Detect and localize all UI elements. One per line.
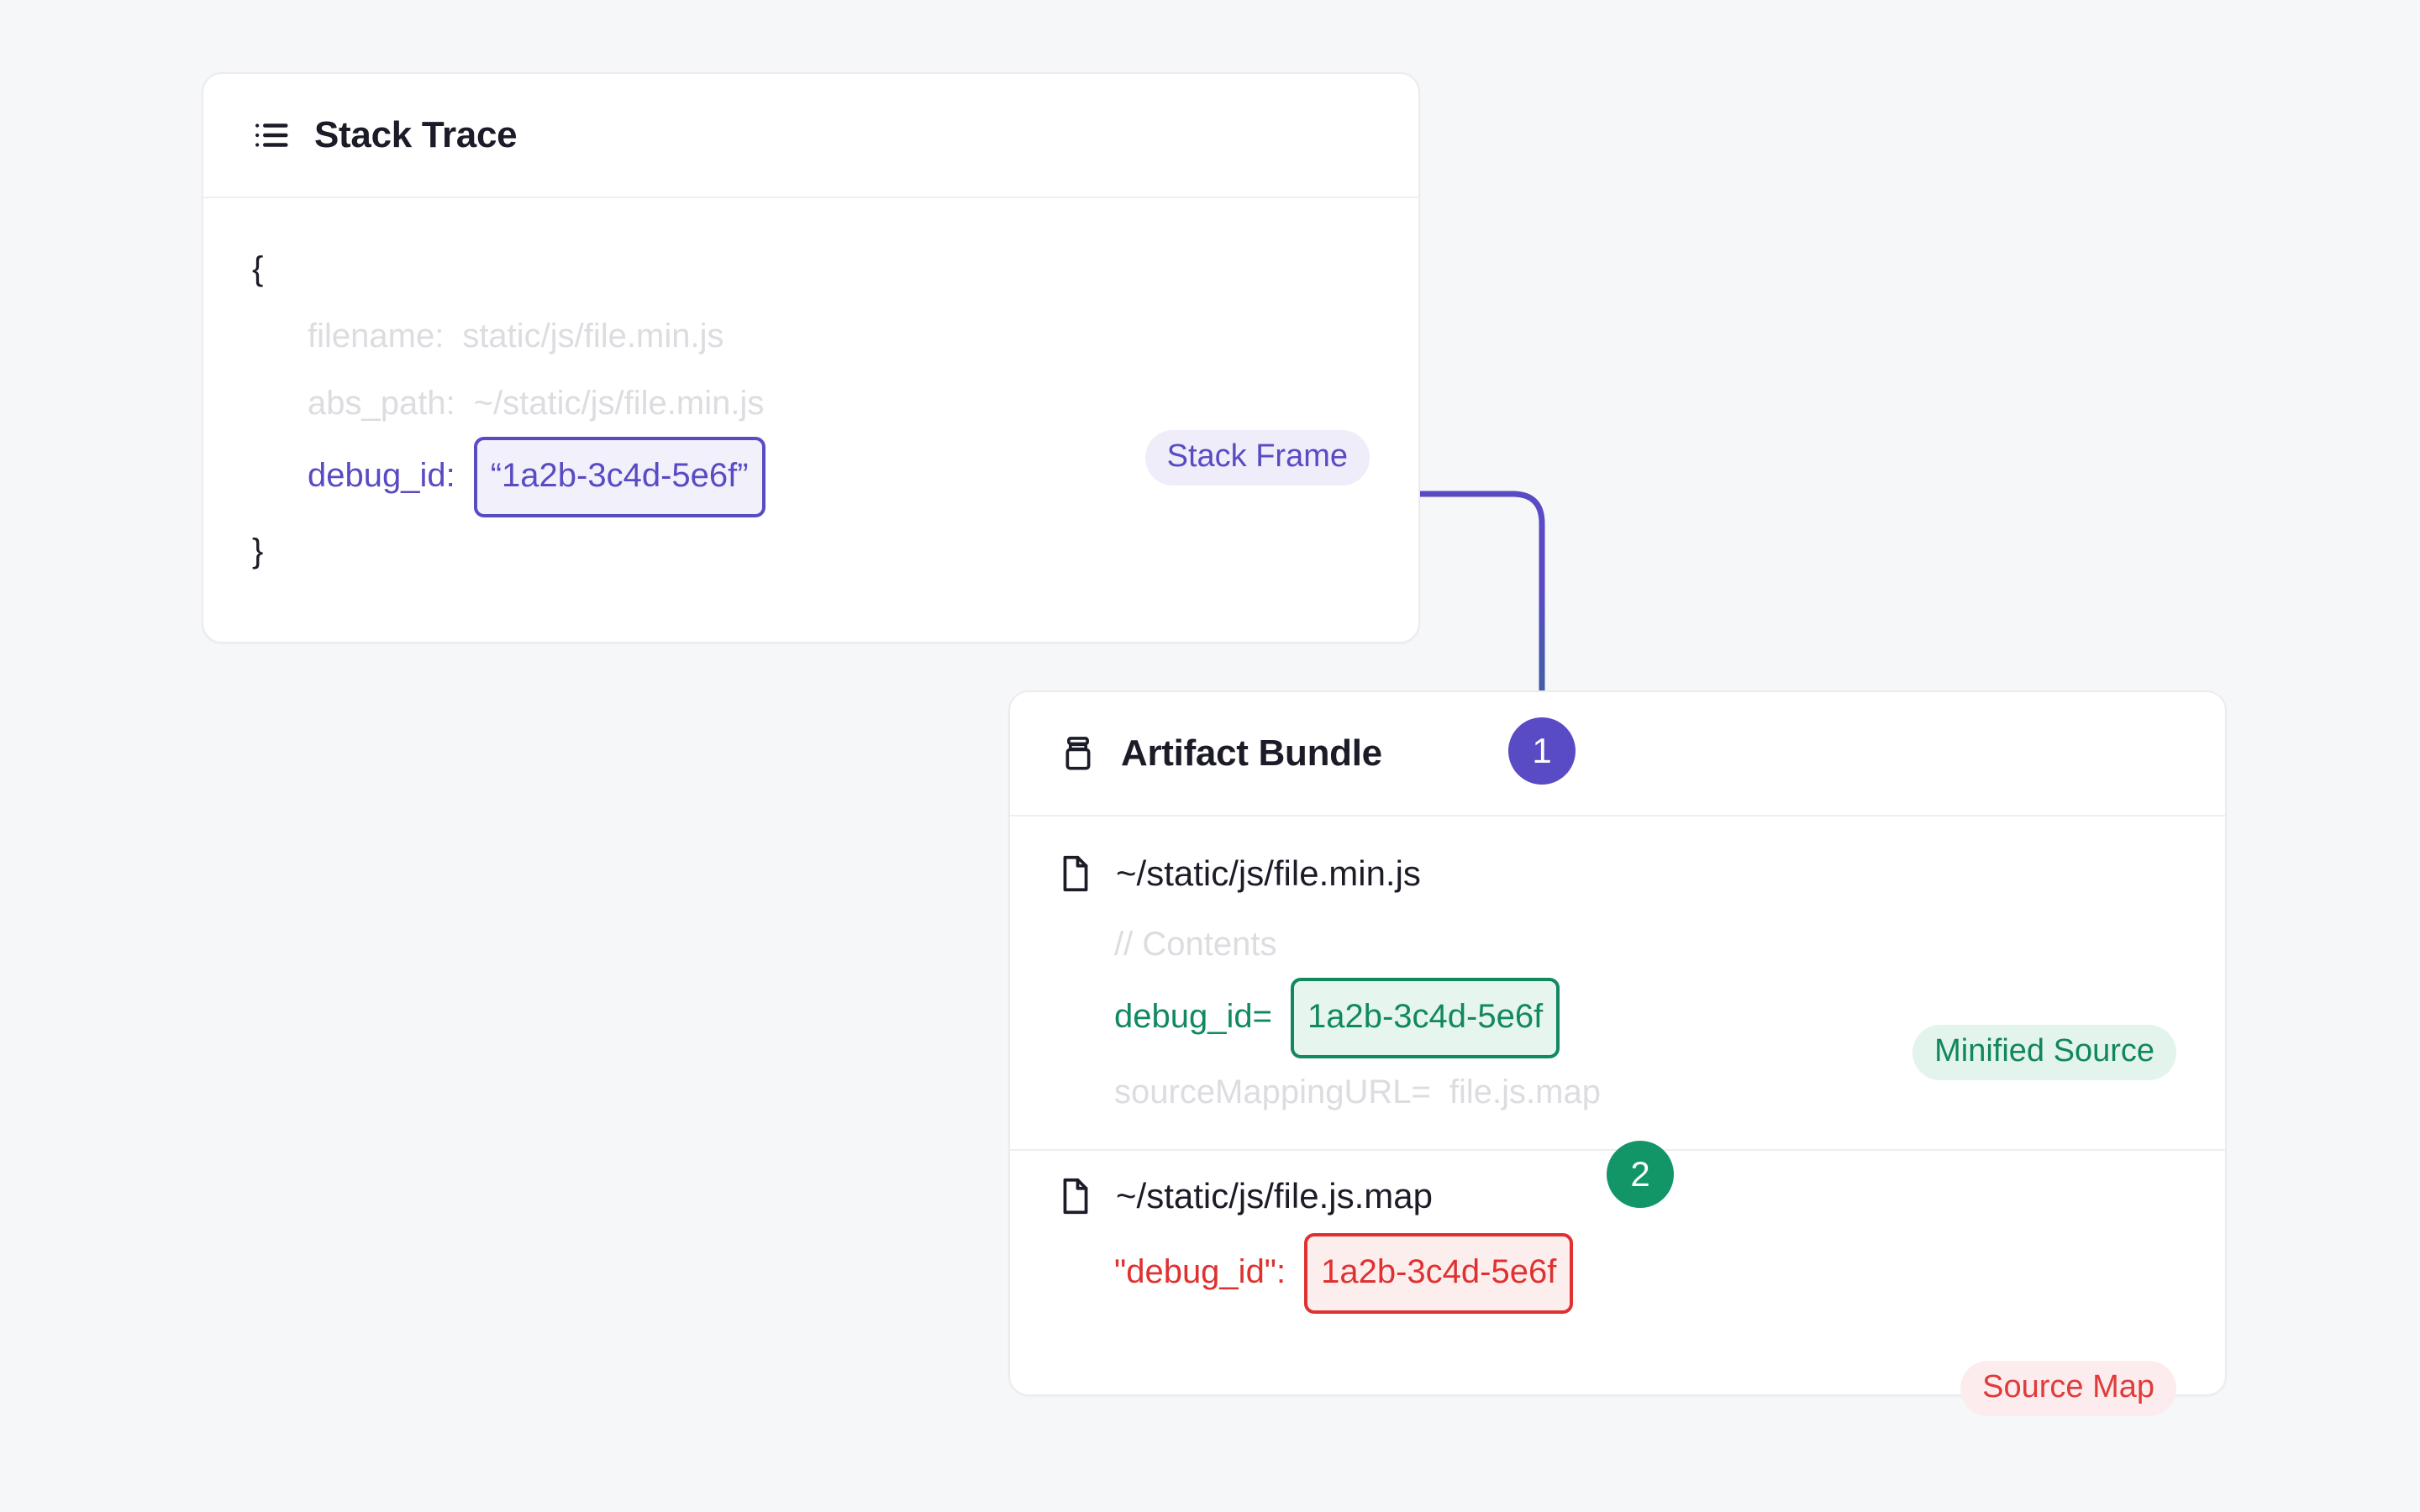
file-icon — [1059, 854, 1092, 893]
stack-trace-title: Stack Trace — [314, 114, 518, 155]
artifact-bundle-title: Artifact Bundle — [1121, 732, 1382, 774]
stack-trace-body: Stack Frame { filename: static/js/file.mi… — [203, 198, 1418, 620]
debug-id-key: debug_id: — [308, 457, 455, 494]
abs-path-value: ~/static/js/file.min.js — [473, 385, 765, 422]
minified-contents-comment: // Contents — [1114, 926, 1277, 963]
source-map-badge: Source Map — [1960, 1361, 2176, 1416]
minified-source-badge: Minified Source — [1912, 1025, 2176, 1080]
artifact-bundle-header: Artifact Bundle — [1010, 692, 2225, 816]
filename-key: filename: — [308, 318, 445, 354]
list-icon — [252, 116, 291, 155]
stack-trace-header: Stack Trace — [203, 74, 1418, 198]
minified-debug-id-value-highlight[interactable]: 1a2b-3c4d-5e6f — [1290, 978, 1560, 1058]
file-name-minified: ~/static/js/file.min.js — [1116, 853, 1421, 893]
file-row-minified: ~/static/js/file.min.js — [1059, 853, 2176, 894]
file-row-sourcemap: ~/static/js/file.js.map — [1059, 1176, 2176, 1216]
source-mapping-url-value: file.js.map — [1449, 1074, 1601, 1110]
stack-frame-badge: Stack Frame — [1144, 430, 1370, 486]
filename-value: static/js/file.min.js — [462, 318, 724, 354]
source-mapping-url-line: sourceMappingURL= file.js.map — [1059, 1058, 2176, 1126]
file-icon — [1059, 1177, 1092, 1215]
code-line-filename: filename: static/js/file.min.js — [252, 302, 1370, 370]
archive-icon — [1059, 734, 1097, 773]
sourcemap-debug-id-line: "debug_id": 1a2b-3c4d-5e6f — [1059, 1233, 2176, 1314]
sourcemap-debug-id-value-highlight[interactable]: 1a2b-3c4d-5e6f — [1304, 1233, 1574, 1314]
artifact-bundle-body: Minified Source ~/static/js/file.min.js … — [1010, 816, 2225, 1416]
sourcemap-debug-id-key: "debug_id": — [1114, 1253, 1286, 1290]
minified-debug-id-line: debug_id= 1a2b-3c4d-5e6f — [1059, 978, 2176, 1058]
abs-path-key: abs_path: — [308, 385, 455, 422]
minified-debug-id-key: debug_id= — [1114, 998, 1272, 1035]
file-name-sourcemap: ~/static/js/file.js.map — [1116, 1176, 1433, 1215]
source-mapping-url-key: sourceMappingURL= — [1114, 1074, 1431, 1110]
code-line-abs-path: abs_path: ~/static/js/file.min.js — [252, 370, 1370, 437]
debug-id-value-highlight[interactable]: “1a2b-3c4d-5e6f” — [473, 437, 765, 517]
artifact-bundle-card: Artifact Bundle Minified Source ~/static… — [1008, 690, 2227, 1416]
code-open-brace: { — [252, 250, 264, 287]
code-line-debug-id: debug_id: “1a2b-3c4d-5e6f” — [252, 437, 1370, 517]
step-badge-1: 1 — [1508, 717, 1576, 785]
code-close-brace: } — [252, 533, 264, 570]
step-badge-2: 2 — [1607, 1141, 1674, 1208]
stack-trace-card: Stack Trace Stack Frame { filename: stati… — [202, 72, 1420, 643]
